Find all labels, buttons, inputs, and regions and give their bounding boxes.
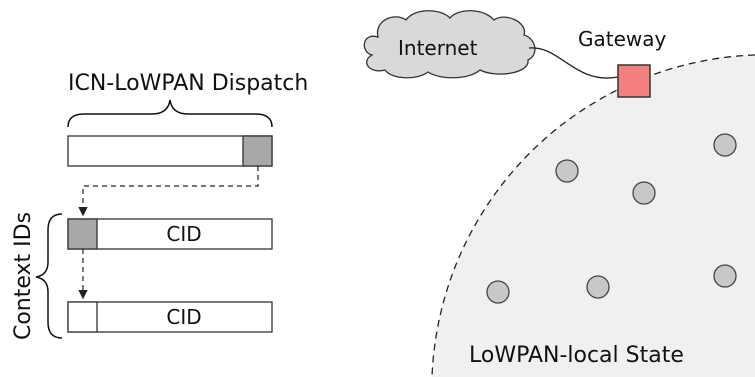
lowpan-region [432,55,755,377]
dispatch-marker [242,135,273,167]
node [555,159,579,183]
gateway-label: Gateway [578,27,667,51]
dispatch-header-field [67,135,273,167]
context-marker-empty [67,301,98,333]
gateway-node [617,64,651,98]
internet-label: Internet [398,36,478,60]
lowpan-region-label: LoWPAN-local State [469,343,684,368]
cid-label: CID [166,305,201,329]
cid-label: CID [166,222,201,246]
lowpan-region-border [431,54,755,377]
dispatch-to-context-arrow [78,166,259,217]
context-id-field [67,218,273,250]
node [586,275,610,299]
context-ids-label: Context IDs [11,212,36,340]
dispatch-brace [67,99,273,128]
node [713,264,737,288]
node [632,181,656,205]
dispatch-label: ICN-LoWPAN Dispatch [68,71,308,96]
lowpan-nodes [486,133,737,304]
node [486,280,510,304]
node [713,133,737,157]
internet-gateway-link [528,47,619,79]
internet-cloud [363,10,536,79]
context-marker [67,218,98,250]
context-ids-brace [35,213,63,339]
